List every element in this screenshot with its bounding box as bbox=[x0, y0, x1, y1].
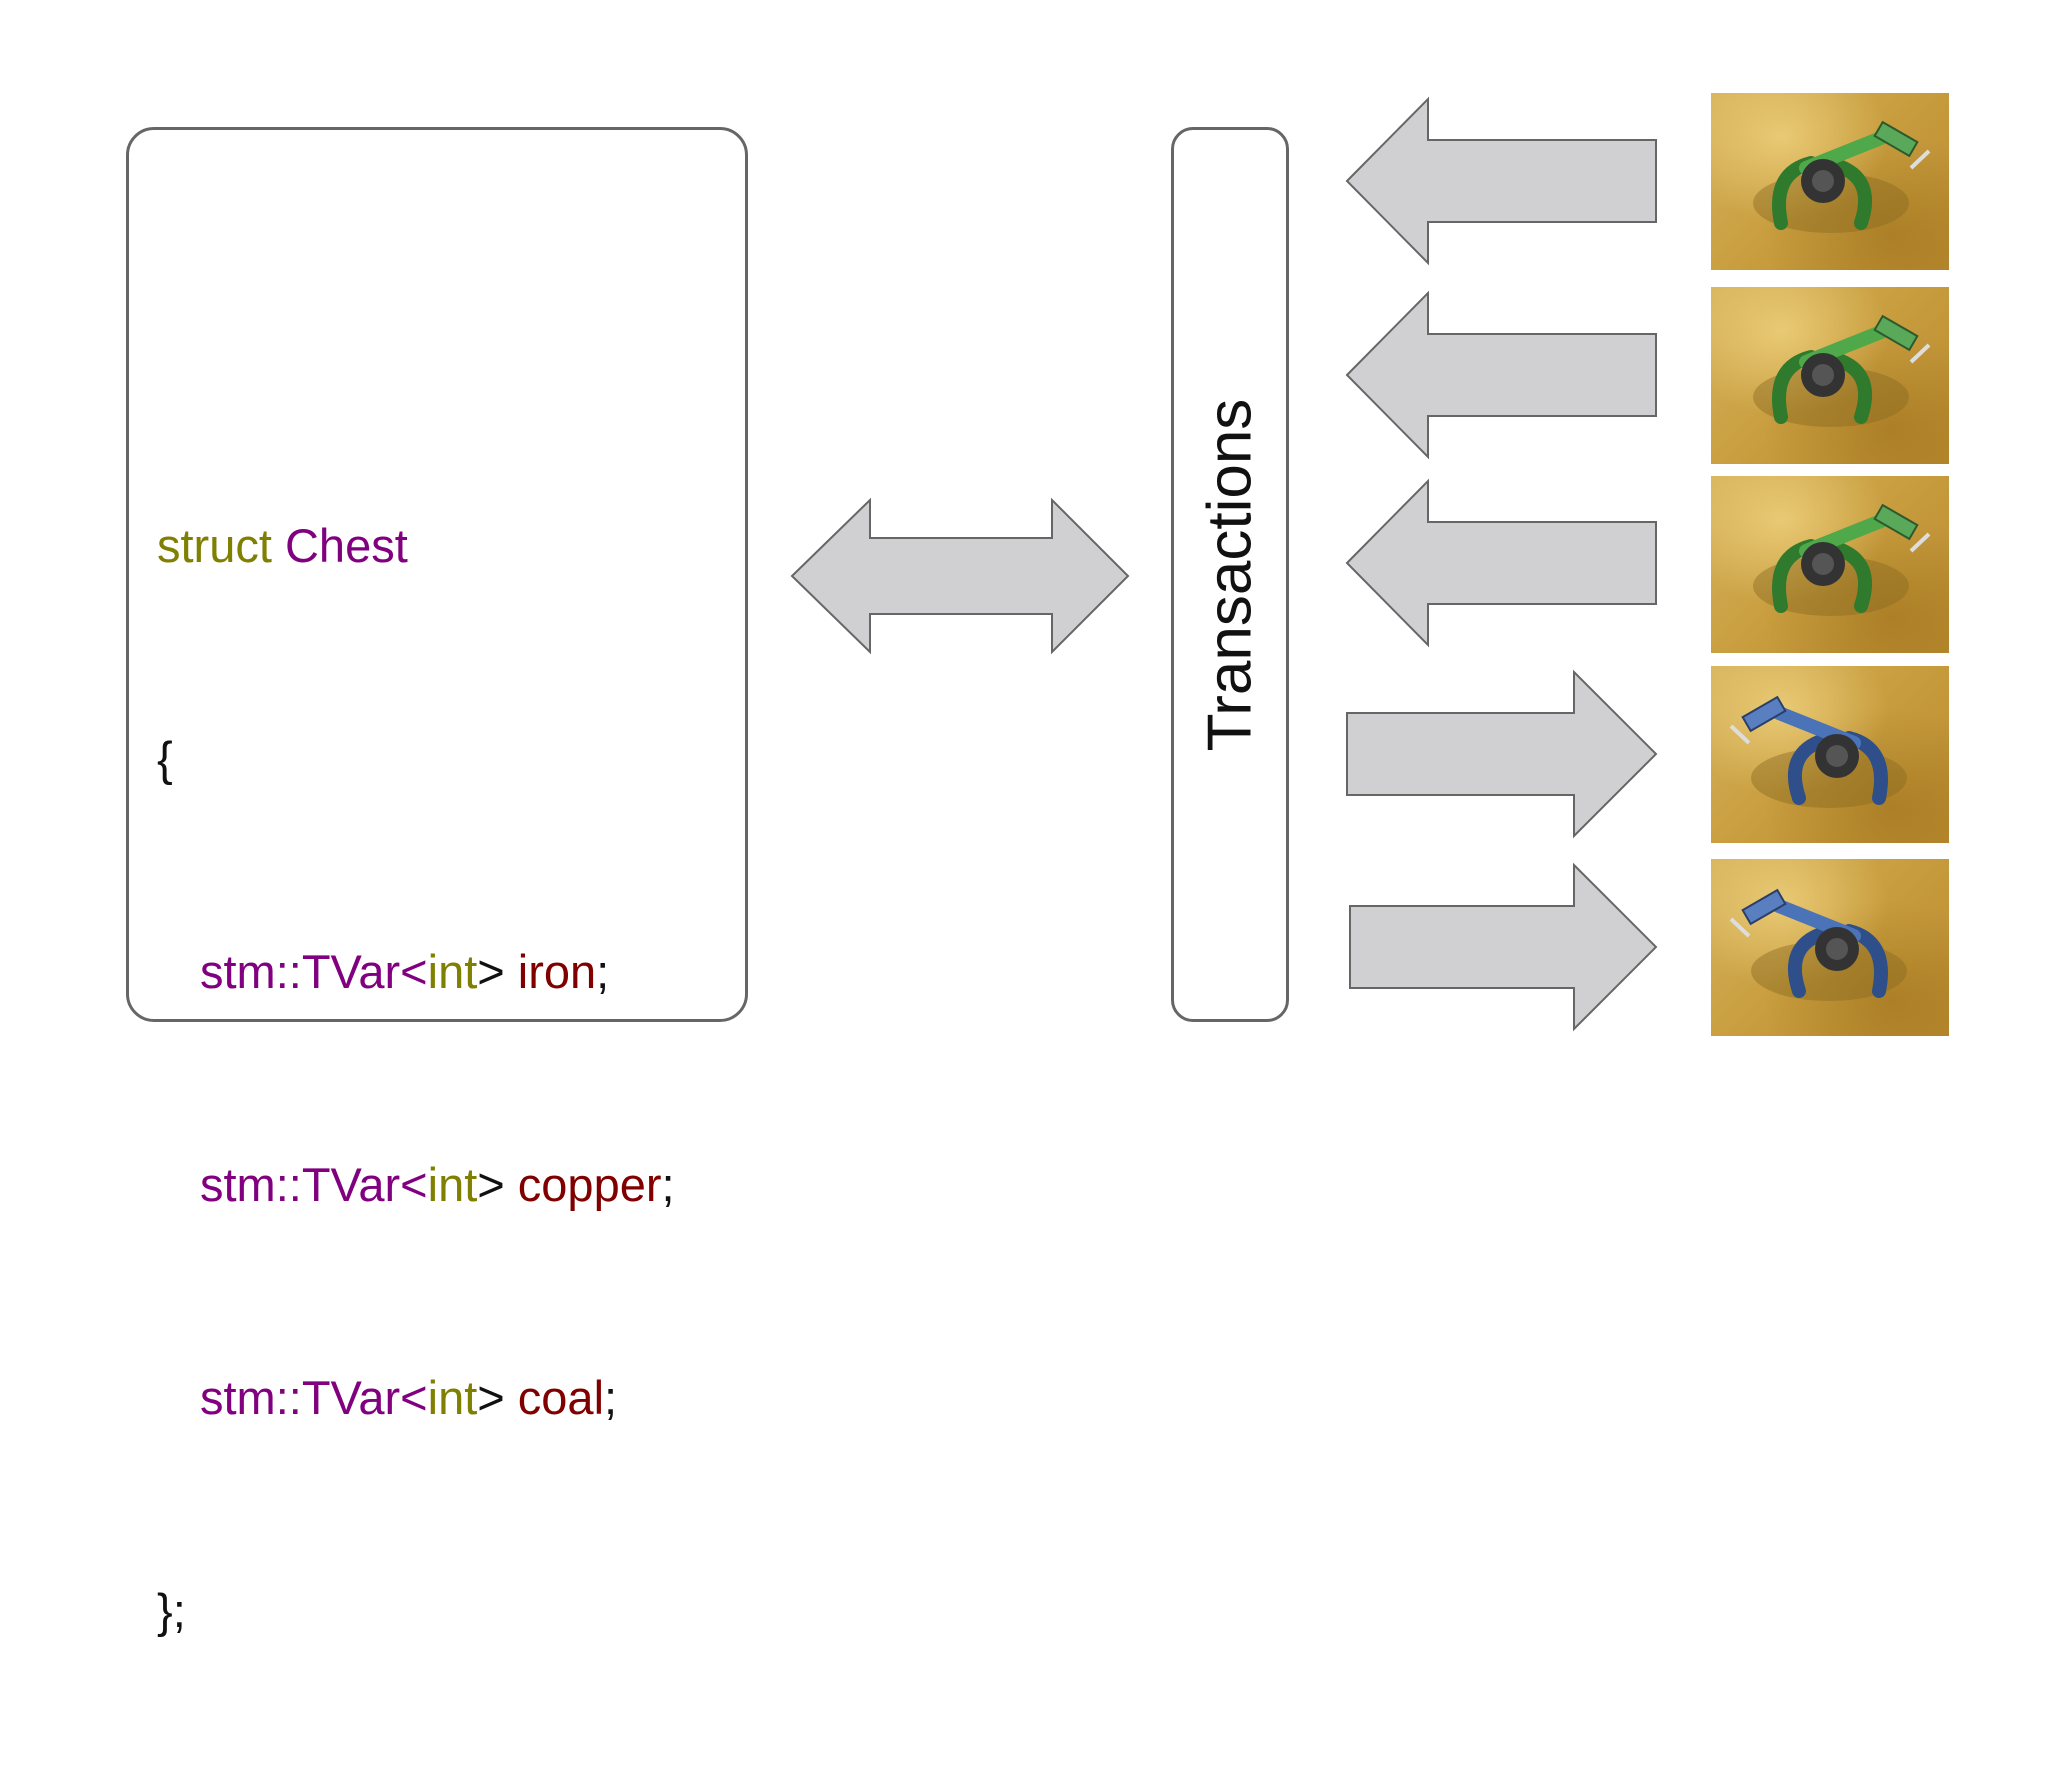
code-field-line: stm::TVar<int> iron; bbox=[200, 945, 610, 998]
left-arrow-icon bbox=[1345, 478, 1657, 648]
code-field-name: copper bbox=[517, 1158, 662, 1211]
code-field-name: coal bbox=[517, 1371, 605, 1424]
right-arrow-icon bbox=[1346, 669, 1658, 839]
code-struct-name: Chest bbox=[284, 519, 408, 572]
blue-inserter-icon bbox=[1729, 888, 1907, 1001]
code-line-struct: struct Chest bbox=[157, 510, 675, 581]
left-arrow-icon bbox=[1345, 96, 1657, 266]
inserter-tile bbox=[1711, 476, 1949, 653]
inserter-tile bbox=[1711, 859, 1949, 1036]
green-inserter-icon bbox=[1753, 503, 1931, 616]
code-close-brace: }; bbox=[157, 1584, 186, 1637]
green-inserter-icon bbox=[1753, 314, 1931, 427]
inserter-tile bbox=[1711, 287, 1949, 464]
struct-code: struct Chest { stm::TVar<int> iron; stm:… bbox=[157, 368, 675, 1788]
code-field-name: iron bbox=[517, 945, 597, 998]
right-arrow-icon bbox=[1349, 862, 1658, 1032]
code-field-line: stm::TVar<int> copper; bbox=[200, 1158, 675, 1211]
inserter-tile bbox=[1711, 93, 1949, 270]
left-arrow-icon bbox=[1345, 290, 1657, 460]
struct-code-box: struct Chest { stm::TVar<int> iron; stm:… bbox=[126, 127, 748, 1637]
code-open-brace: { bbox=[157, 732, 173, 785]
code-keyword: struct bbox=[157, 519, 272, 572]
double-arrow-icon bbox=[790, 497, 1130, 655]
inserter-tile bbox=[1711, 666, 1949, 843]
green-inserter-icon bbox=[1753, 120, 1931, 233]
code-field-line: stm::TVar<int> coal; bbox=[200, 1371, 618, 1424]
transactions-label: Transactions bbox=[1195, 398, 1265, 751]
blue-inserter-icon bbox=[1729, 695, 1907, 808]
transactions-box: Transactions bbox=[1171, 127, 1289, 1022]
